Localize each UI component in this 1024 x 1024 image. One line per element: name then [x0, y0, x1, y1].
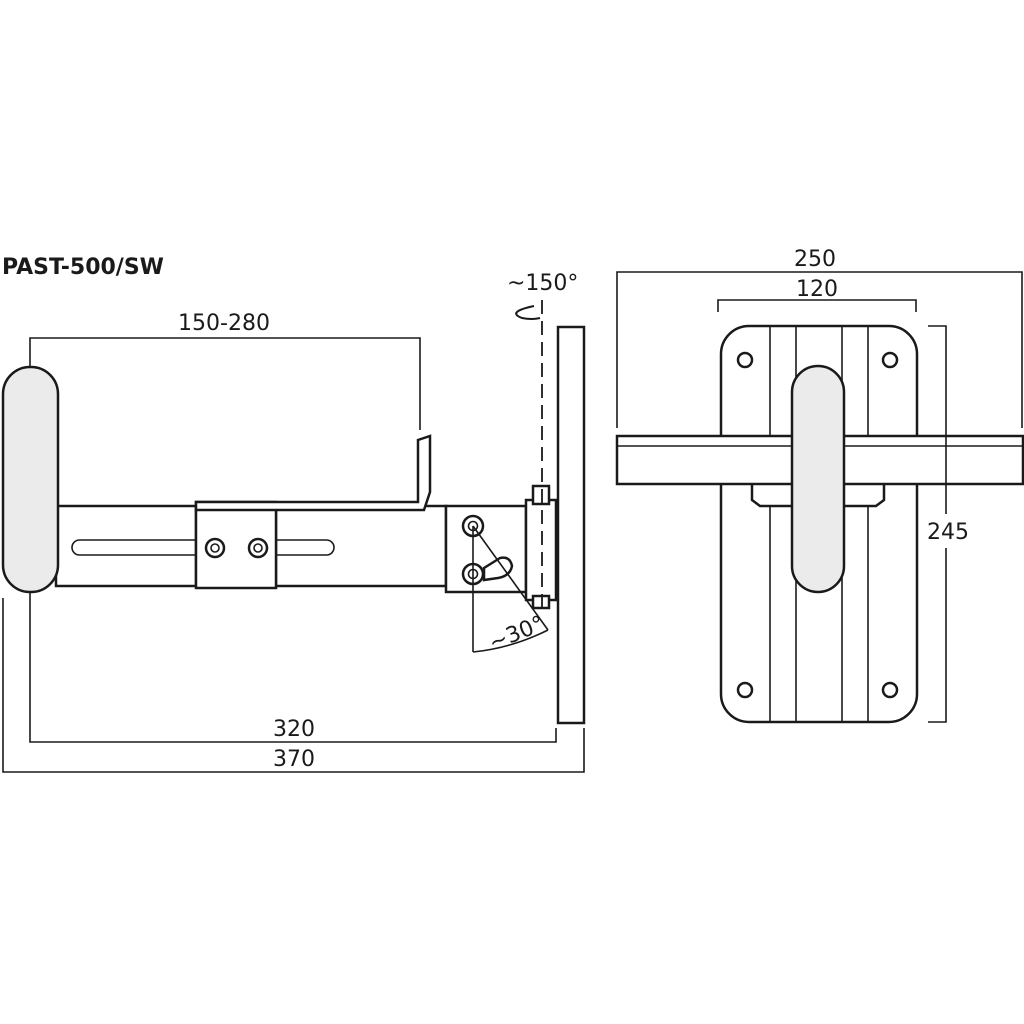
mounting-hole-top-right — [881, 351, 899, 369]
speaker-bracket — [194, 434, 432, 512]
side-view: 150-280 ~150° — [1, 271, 586, 773]
dimension-total-length: 370 — [2, 598, 585, 773]
arm-tube — [54, 504, 198, 588]
dimension-inner-length: 320 — [29, 592, 557, 743]
hinge-pin-housing — [524, 498, 558, 602]
hinge-pin-top — [531, 484, 551, 506]
dimension-rotation-label: ~150° — [507, 271, 578, 296]
mounting-hole-bottom-left — [736, 681, 754, 699]
dimension-total-width-label: 250 — [794, 247, 836, 272]
hinge-pin-bottom — [531, 594, 551, 610]
dimension-arm-range-label: 150-280 — [178, 311, 270, 336]
mounting-hole-bottom-right — [881, 681, 899, 699]
arm-tube-outer — [274, 504, 448, 588]
rotation-arrow — [515, 305, 541, 320]
dimension-arm-range: 150-280 — [29, 311, 421, 430]
dimension-plate-height-label: 245 — [927, 520, 969, 545]
dimension-total-width: 250 — [616, 247, 1023, 428]
dimension-hole-spacing: 120 — [717, 277, 917, 312]
speaker-pole — [1, 365, 60, 594]
speaker-pole-front — [790, 364, 846, 594]
clamp-bolt-right — [247, 537, 269, 559]
tilt-lever — [482, 556, 514, 582]
dimension-total-length-label: 370 — [273, 747, 315, 772]
wall-plate-side — [556, 325, 586, 725]
front-view: 250 120 245 — [615, 247, 1024, 724]
dimension-hole-spacing-label: 120 — [796, 277, 838, 302]
dimension-plate-height: 245 — [922, 325, 972, 723]
mounting-hole-top-left — [736, 351, 754, 369]
dimension-tilt-label: ~30° — [485, 612, 548, 657]
clamp-bolt-left — [204, 537, 226, 559]
product-title: PAST-500/SW — [2, 255, 164, 280]
dimension-inner-length-label: 320 — [273, 717, 315, 742]
